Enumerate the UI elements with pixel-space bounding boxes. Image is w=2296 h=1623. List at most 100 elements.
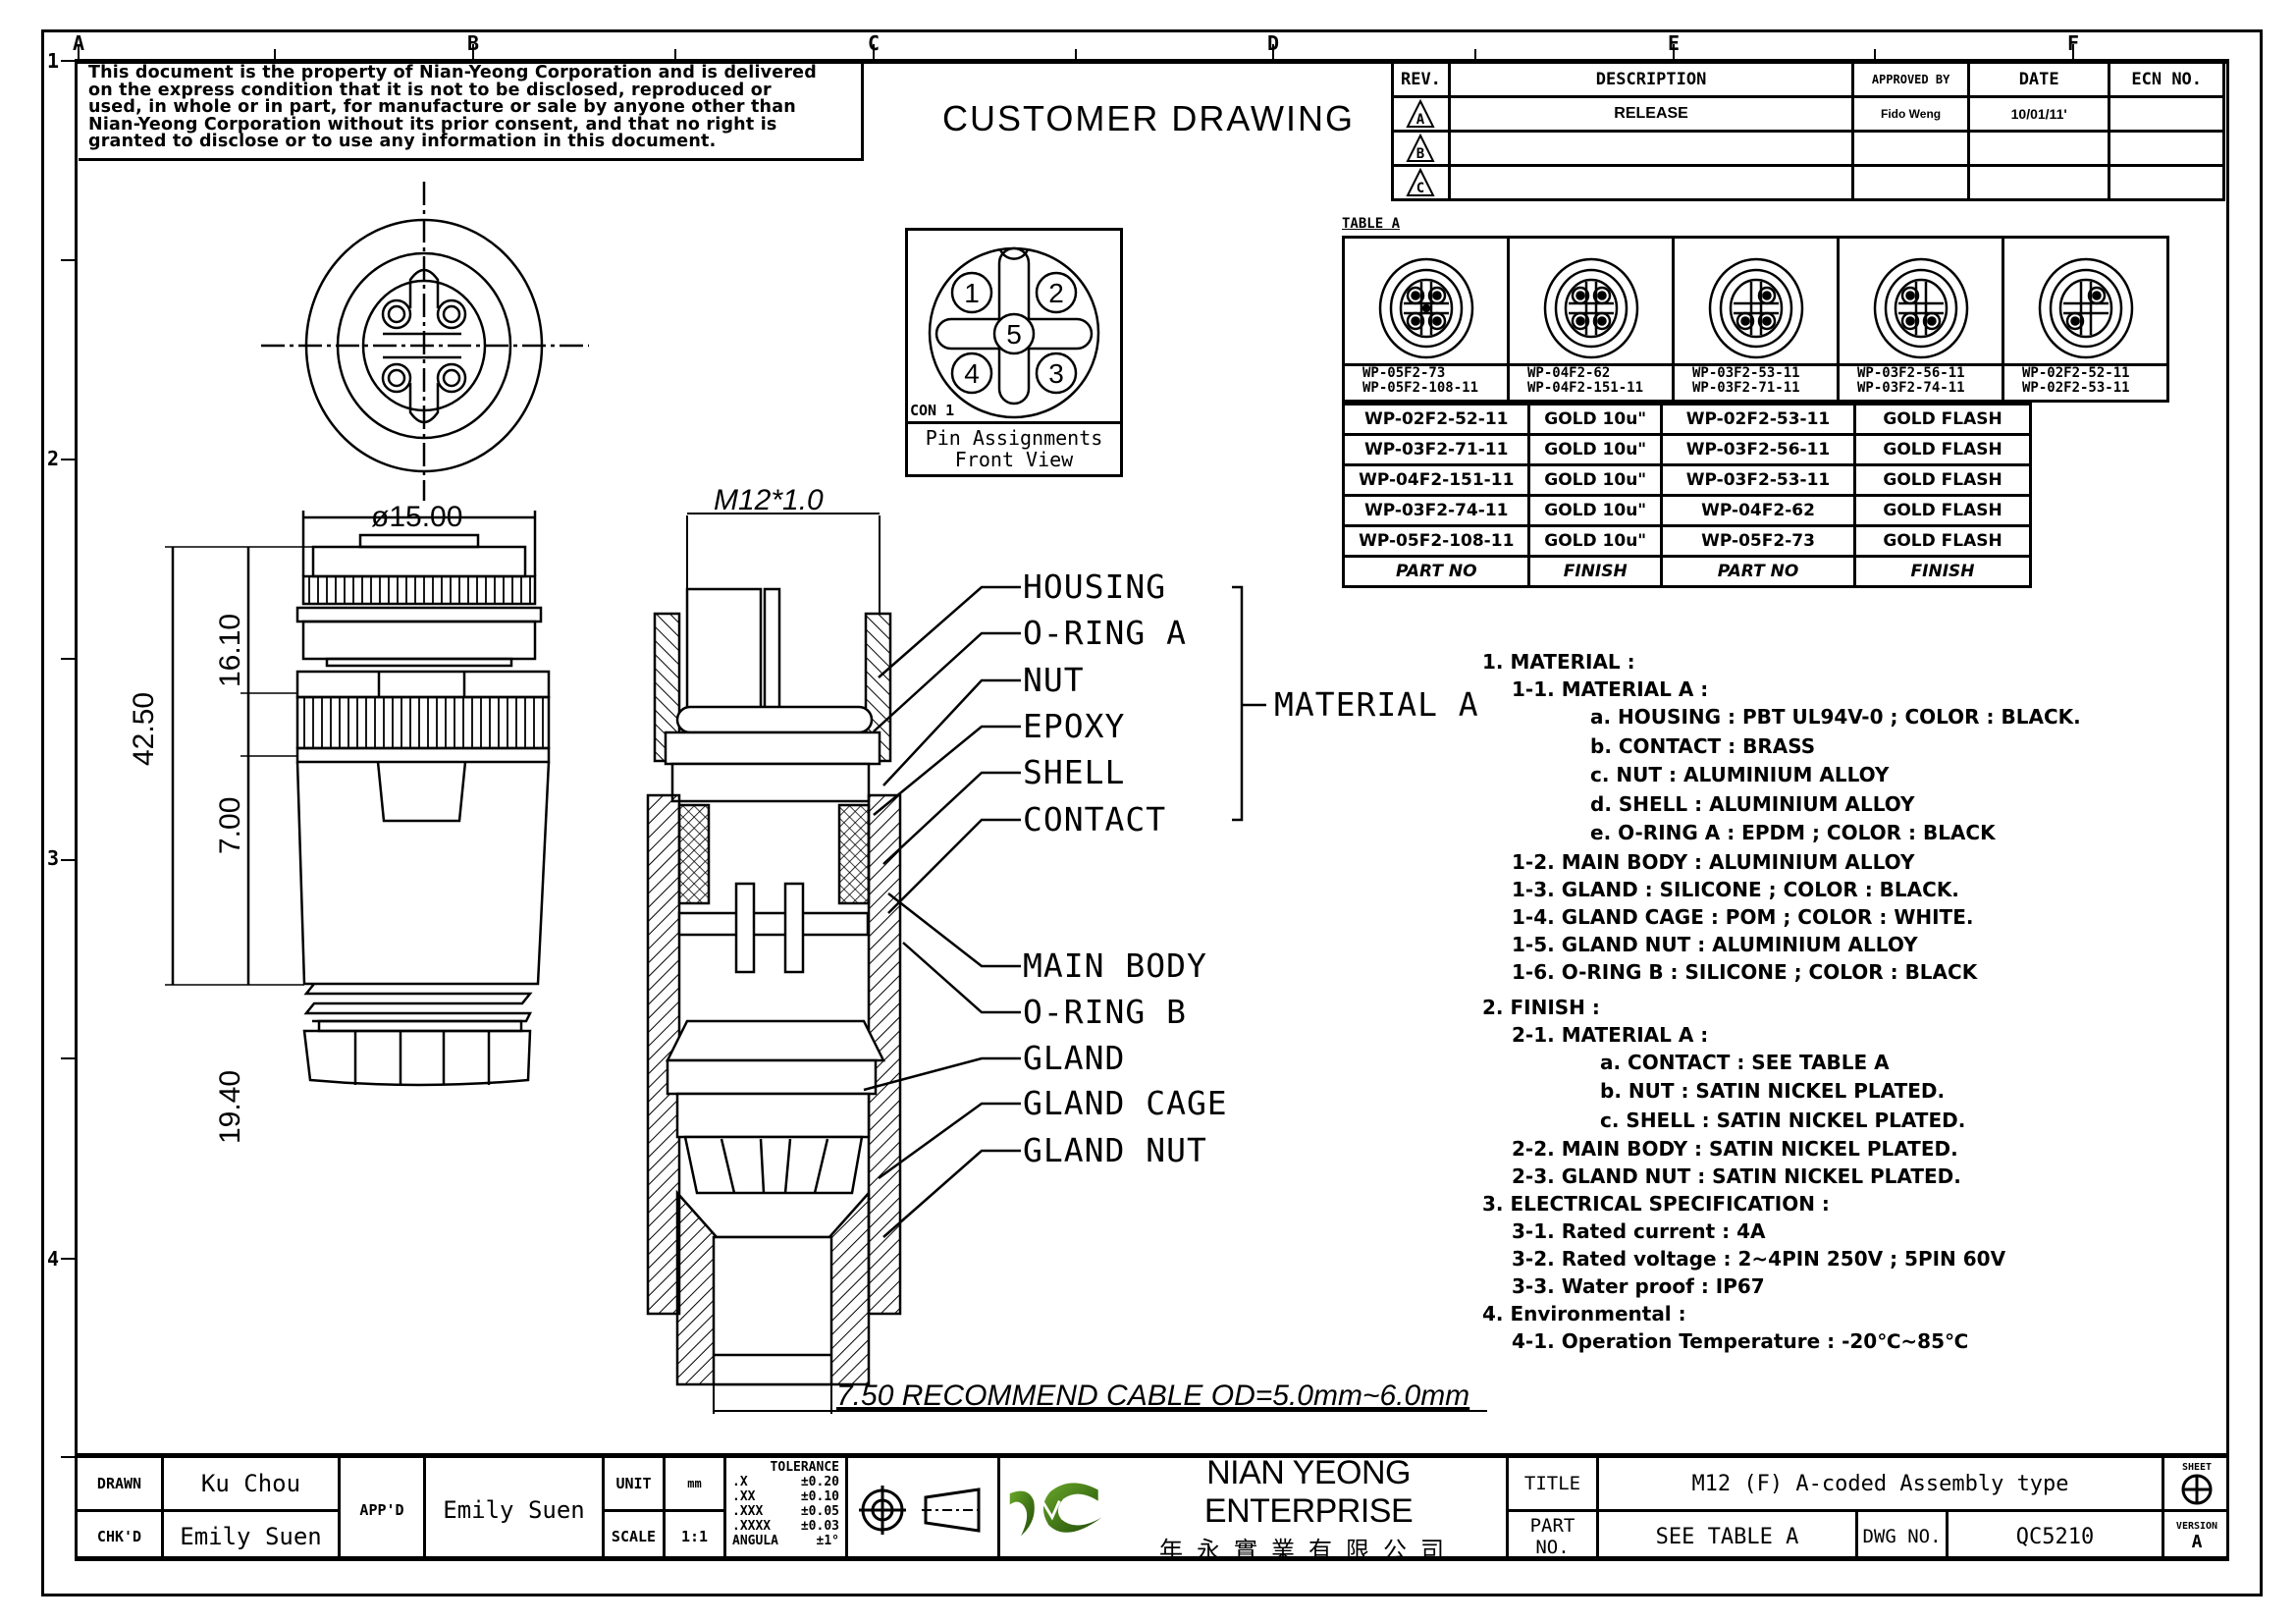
sheet-label: SHEET [2181,1461,2213,1473]
approved-by-cell [1851,164,1970,201]
variant-part: WP-05F2-73 [1362,365,1446,381]
note-line: 2. FINISH : [1482,995,1600,1019]
tolerance-value: ±1° [816,1534,839,1548]
note-line: 2-3. GLAND NUT : SATIN NICKEL PLATED. [1512,1164,1961,1188]
callout-o-ring-b: O-RING B [1023,993,1187,1031]
variant-part: WP-04F2-151-11 [1527,380,1644,396]
notice-line: used, in whole or in part, for manufactu… [88,97,796,117]
pin-number: 4 [964,358,980,389]
column-marker: E [1667,31,1681,55]
rev-cell: C [1391,164,1451,201]
confidentiality-notice: This document is the property of Nian-Ye… [79,63,864,161]
approved-by-cell [1851,130,1970,167]
dwg-no-label: DWG NO. [1858,1512,1949,1561]
date-header: DATE [1966,61,2111,98]
callout-contact: CONTACT [1023,800,1167,839]
front-view [261,182,589,501]
diameter-dimension: ø15.00 [371,501,463,533]
company-name: NIAN YEONG ENTERPRISE [1203,1454,1414,1530]
pin-5 [992,312,1036,355]
caption-line: Pin Assignments [925,426,1103,450]
callout-epoxy: EPOXY [1023,707,1126,745]
dwg-no-value: QC5210 [1949,1512,2164,1561]
drawing-title: CUSTOMER DRAWING [942,98,1356,138]
date-cell [1966,164,2111,201]
pin-assignment-diagram: 1 2 3 4 5 [928,246,1100,419]
tolerance-row: .XXX ±0.05 [732,1504,839,1519]
connector-label: CON 1 [910,402,955,419]
date-cell [1966,130,2111,167]
description-cell: RELEASE [1447,95,1855,133]
5-pin-connector-face-icon [1378,257,1473,359]
tolerance-precision: .XXXX [732,1519,772,1534]
notice-line: This document is the property of Nian-Ye… [88,63,817,82]
4-pin-connector-face-icon [1543,257,1638,359]
part-no-cell: WP-05F2-108-11 [1341,524,1531,558]
drawn-by: Ku Chou [164,1458,341,1509]
pin-2 [1035,271,1078,314]
2-pin-connector-face-icon [2038,257,2133,359]
callout-shell: SHELL [1023,753,1126,791]
drawn-label: DRAWN [78,1458,164,1509]
finish-cell: GOLD FLASH [1853,463,2032,497]
side-view-knurl [303,576,544,748]
variant-part: WP-03F2-71-11 [1692,380,1800,396]
note-line: 3. ELECTRICAL SPECIFICATION : [1482,1192,1830,1216]
pin-assignment-caption: Pin Assignments Front View [908,421,1120,470]
note-line: 1-1. MATERIAL A : [1512,677,1709,701]
part-no-cell: WP-03F2-56-11 [1659,433,1857,466]
finish-cell: GOLD 10u" [1527,463,1663,497]
note-line: 4. Environmental : [1482,1302,1686,1325]
part-no-value: SEE TABLE A [1599,1512,1858,1561]
callout-gland-nut: GLAND NUT [1023,1131,1207,1169]
approved-by-header: APPROVED BY [1851,61,1970,98]
3-pin-connector-face-icon [1873,257,1968,359]
finish-cell: GOLD 10u" [1527,524,1663,558]
caption-line: Front View [954,448,1074,471]
pin-4 [950,352,993,395]
revision-triangle-icon: B [1406,134,1436,162]
part-no-label: PART NO. [1509,1512,1599,1561]
pin-number: 3 [1048,358,1064,389]
note-line: 2-1. MATERIAL A : [1512,1022,1709,1047]
part-no-cell: WP-03F2-53-11 [1659,463,1857,497]
rev-letter: A [1416,112,1425,128]
part-no-cell: WP-02F2-52-11 [1341,403,1531,436]
revision-row: C [1391,164,2225,201]
note-line: 1. MATERIAL : [1482,650,1635,674]
rev-letter: C [1416,181,1424,196]
unit-label: UNIT [605,1458,666,1509]
scale-value: 1:1 [666,1512,726,1561]
tolerance-value: ±0.10 [800,1489,839,1504]
note-line: 4-1. Operation Temperature : -20℃~85℃ [1512,1329,1969,1353]
tolerance-precision: .X [732,1475,748,1489]
note-line: 1-6. O-RING B : SILICONE ; COLOR : BLACK [1512,959,1978,984]
row-marker: 2 [47,447,60,470]
tolerance-precision: .XX [732,1489,756,1504]
finish-cell: GOLD 10u" [1527,494,1663,527]
tolerance-row: .X±0.20 [732,1475,839,1489]
notice-line: Nian-Yeong Corporation without its prior… [88,114,777,135]
version-block: VERSION A [2164,1512,2229,1561]
note-line: 1-4. GLAND CAGE : POM ; COLOR : WHITE. [1512,904,1974,929]
note-line: e. O-RING A : EPDM ; COLOR : BLACK [1590,821,1996,844]
checked-label: CHK'D [78,1512,164,1561]
side-view [165,511,551,1087]
note-line: d. SHELL : ALUMINIUM ALLOY [1590,791,1915,816]
tolerance-value: ±0.03 [800,1519,839,1534]
tolerance-precision: .XXX [732,1504,764,1519]
tolerance-row: .XXXX ±0.03 [732,1519,839,1534]
note-line: 3-1. Rated current : 4A [1512,1219,1766,1243]
notice-line: granted to disclose or to use any inform… [88,132,717,151]
notice-line: on the express condition that it is not … [88,80,772,100]
company-name-chinese: 年永實業有限公司 [1159,1537,1459,1564]
tolerance-value: ±0.05 [800,1504,839,1519]
part-no-cell: WP-05F2-73 [1659,524,1857,558]
title-block: DRAWN Ku Chou CHK'D Emily Suen APP'D Emi… [75,1453,2229,1564]
sheet-outer-border [41,29,2263,1596]
callout-main-body: MAIN BODY [1023,947,1207,985]
